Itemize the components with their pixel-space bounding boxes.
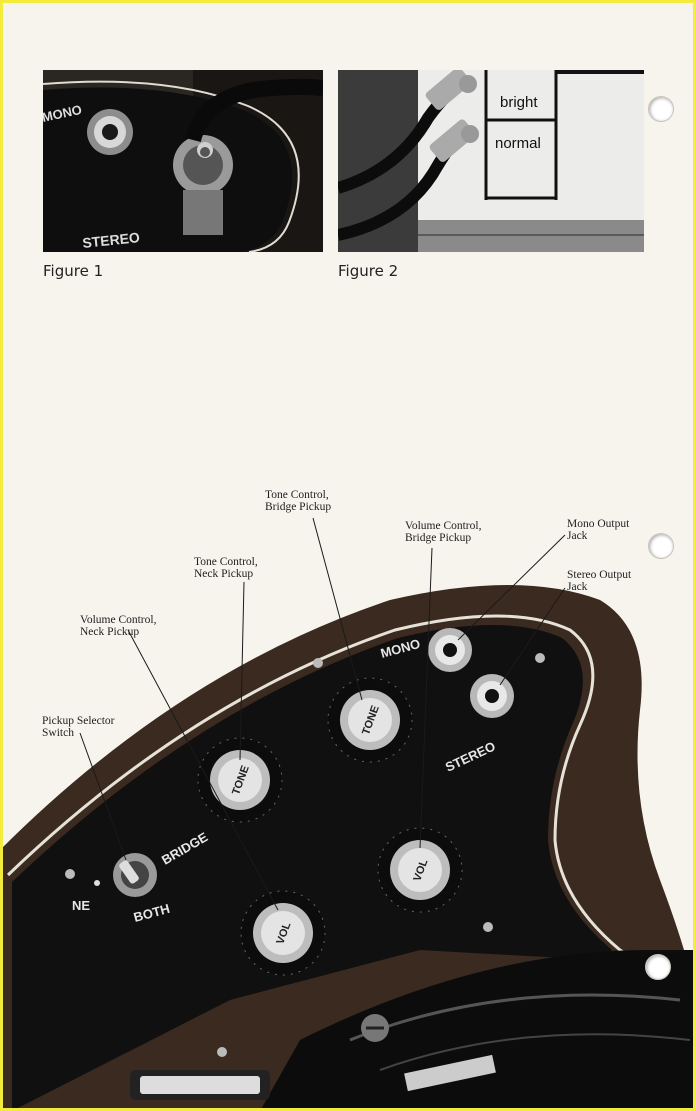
callout-line: Stereo Output [567, 569, 632, 581]
callout-line: Mono Output [567, 518, 630, 530]
callout-leader-lines [79, 517, 566, 911]
guitar-control-panel-photo: TONE TONE VOL VOL MONO STEREO BRIDGE NE … [0, 517, 696, 1111]
callout-line: Neck Pickup [194, 568, 254, 580]
callout-tone-bridge: Tone Control, Bridge Pickup [265, 489, 331, 513]
fig1-stereo-label: STEREO [82, 229, 141, 251]
callout-tone-neck: Tone Control, Neck Pickup [194, 556, 258, 580]
fig2-bright-label: bright [500, 94, 538, 111]
callout-line: Neck Pickup [80, 626, 140, 638]
figure-1-caption: Figure 1 [43, 262, 104, 280]
callout-volume-neck: Volume Control, Neck Pickup [80, 614, 156, 638]
binder-hole-middle [648, 533, 674, 559]
callout-line: Bridge Pickup [405, 532, 472, 544]
callout-volume-bridge: Volume Control, Bridge Pickup [405, 520, 481, 544]
callout-line: Jack [567, 530, 588, 542]
callout-line: Jack [567, 581, 588, 593]
figure-1-photo: MONO STEREO [43, 70, 323, 252]
figure-2-caption: Figure 2 [338, 262, 399, 280]
callout-line: Bridge Pickup [265, 501, 332, 513]
figure-2-photo: bright normal [338, 70, 644, 252]
callout-line: Volume Control, [405, 520, 482, 532]
fig2-normal-label: normal [495, 135, 541, 152]
binder-hole-top [648, 96, 674, 122]
callout-pickup-selector: Pickup Selector Switch [42, 715, 115, 739]
callout-line: Tone Control, [194, 556, 258, 568]
binder-hole-bottom [645, 954, 671, 980]
callout-line: Pickup Selector [42, 715, 115, 727]
callout-line: Volume Control, [80, 614, 157, 626]
callout-line: Tone Control, [265, 489, 329, 501]
callout-mono-jack: Mono Output Jack [567, 518, 629, 542]
callout-line: Switch [42, 727, 74, 739]
panel-neck-label: NE [72, 898, 90, 913]
callout-stereo-jack: Stereo Output Jack [567, 569, 631, 593]
